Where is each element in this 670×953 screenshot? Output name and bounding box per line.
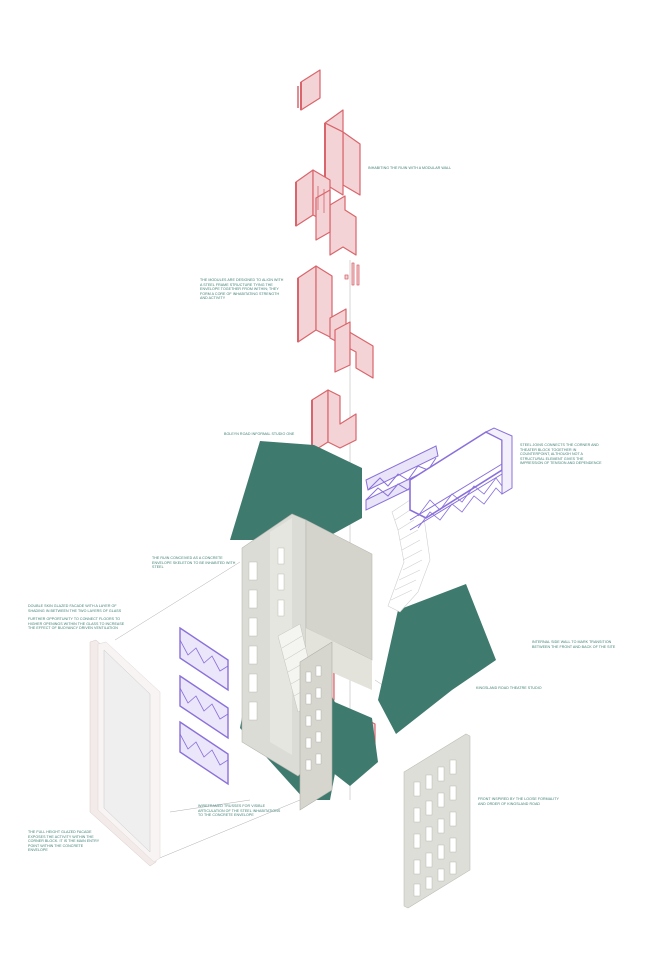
annotation-ruin-envelope: THE RUIN CONCEIVED AS A CONCRETE ENVELOP…: [152, 556, 236, 570]
annotation-front-facade: FRONT INSPIRED BY THE LOOSE FORMALITY AN…: [478, 797, 559, 806]
annotation-steel-joins: STEEL JOINS CONNECTS THE CORNER AND THEA…: [520, 443, 602, 466]
annotation-internal-side-wall: INTERNAL SIDE WALL TO MARK TRANSITION BE…: [532, 640, 616, 649]
double-skin-glazed-facade: [89, 639, 161, 867]
wireframed-trusses: [179, 626, 229, 786]
annotation-wireframed-trusses: WIREFRAMED TRUSSES FOR VISIBLE ARTICULAT…: [198, 804, 281, 818]
annotation-buoyancy-ventilation: FURTHER OPPORTUNITY TO CONNECT FLOORS TO…: [28, 617, 125, 631]
module-unit-4: [297, 265, 374, 379]
annotation-modular-wall: INHABITING THE RUIN WITH A MODULAR WALL: [368, 166, 452, 170]
module-unit-1: [297, 69, 321, 111]
module-posts: [344, 262, 360, 286]
exterior-stair: [387, 499, 431, 613]
kingsland-road-front-facade: [403, 733, 471, 909]
kingsland-road-studio-volume: [378, 584, 496, 734]
module-unit-3: [295, 169, 357, 256]
annotation-modules-steel-frame: THE MODULES ARE DESIGNED TO ALIGN WITH A…: [200, 278, 284, 301]
annotation-kingsland-road-studio: KINGSLAND ROAD THEATRE STUDIO: [476, 686, 542, 690]
annotation-boleyn-road-studio: BOLEYN ROAD INFORMAL STUDIO ONE: [224, 432, 295, 436]
annotation-double-skin-facade: DOUBLE SKIN GLAZED FACADE WITH A LAYER O…: [28, 604, 122, 613]
floor-plate-inner: [330, 700, 378, 786]
annotation-full-height-glazing: THE FULL HEIGHT GLAZED FACADE EXPOSES TH…: [28, 830, 100, 853]
concrete-envelope: [241, 513, 373, 811]
module-unit-2: [324, 109, 361, 196]
module-unit-5: [311, 389, 357, 453]
steel-truss-bridge: [365, 427, 513, 531]
boleyn-road-studio-volume: [230, 441, 362, 540]
